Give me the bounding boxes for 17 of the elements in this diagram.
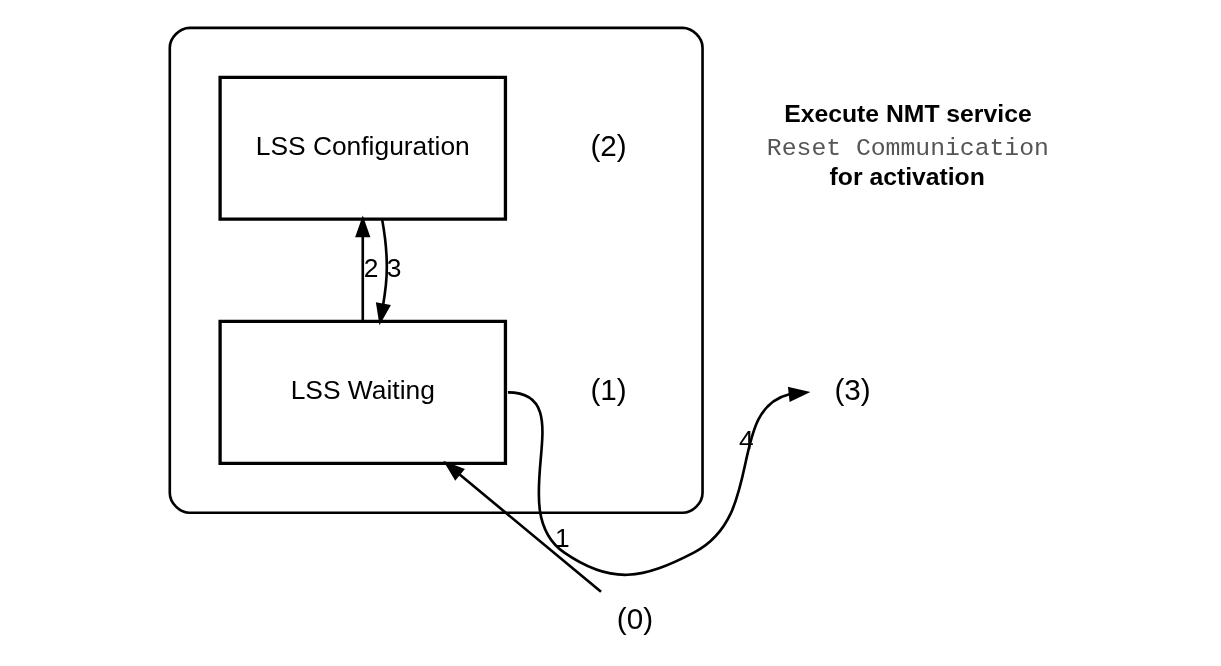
node-label: (2) bbox=[589, 128, 627, 162]
arrow bbox=[354, 215, 370, 322]
node-box: LSS Waiting bbox=[217, 319, 507, 465]
node-text: (3) bbox=[834, 372, 871, 406]
node-label: Execute NMT service bbox=[783, 99, 1032, 127]
node-text: (0) bbox=[616, 601, 653, 635]
node-label: Reset Communication bbox=[766, 133, 1049, 162]
node-label: (1) bbox=[589, 372, 627, 406]
arrow bbox=[375, 219, 391, 326]
arrow bbox=[442, 460, 602, 593]
edge-label: 1 bbox=[554, 523, 570, 554]
node-box: LSS Configuration bbox=[217, 75, 507, 221]
arrow bbox=[507, 386, 810, 576]
cluster bbox=[167, 26, 704, 515]
edge-label: 2 bbox=[363, 252, 378, 283]
node-label: for activation bbox=[829, 162, 985, 190]
edge-label: 3 bbox=[386, 252, 401, 283]
